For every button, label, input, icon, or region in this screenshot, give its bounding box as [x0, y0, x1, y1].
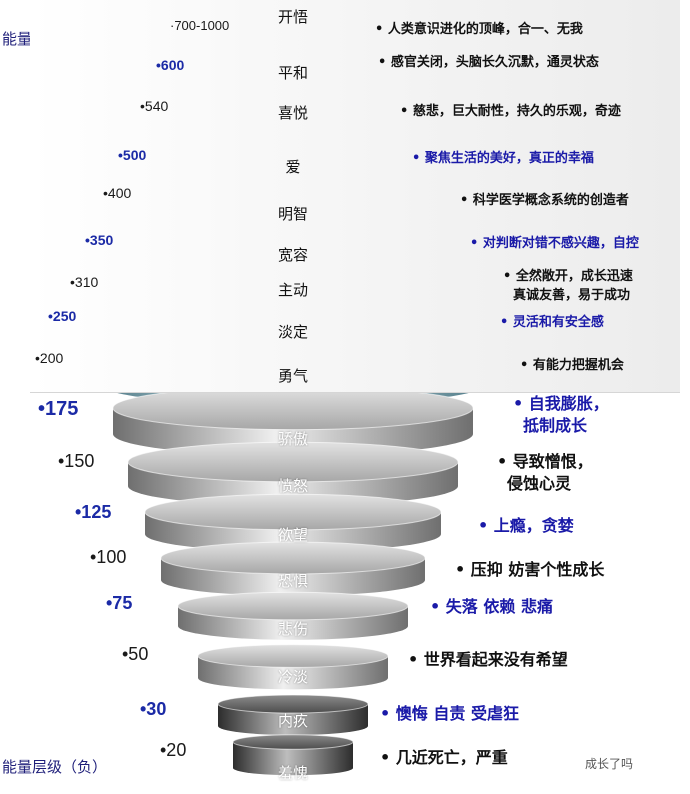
row-divider	[30, 392, 680, 393]
level-value-kongju: •100	[90, 547, 127, 568]
disc-name-xiukui: 羞愧	[277, 764, 308, 782]
row-band	[30, 0, 680, 45]
description-danding-0: • 灵活和有安全感	[500, 315, 604, 331]
description-lengdan-0: • 世界看起来没有希望	[408, 650, 568, 670]
description-jiaoao-1: 抵制成长	[523, 416, 588, 436]
disc-neijiu	[217, 694, 369, 735]
description-kongju-0: • 压抑 妨害个性成长	[455, 560, 605, 580]
description-fennu-0: • 导致憎恨，	[497, 452, 593, 472]
description-jiaoao-0: • 自我膨胀，	[513, 394, 609, 414]
disc-top	[197, 644, 389, 668]
disc-name-beishang: 悲伤	[277, 620, 308, 638]
description-pinghe-0: • 感官关闭，头脑长久沉默，通灵状态	[378, 55, 599, 71]
disc-beishang	[177, 591, 409, 640]
row-band	[30, 90, 680, 130]
disc-name-kuanrong: 宽容	[277, 246, 308, 264]
row-band	[30, 263, 680, 306]
level-value-xiyue: •540	[140, 97, 169, 114]
disc-kongju	[160, 541, 426, 596]
level-value-xiukui: •20	[160, 740, 187, 761]
level-value-lengdan: •50	[122, 644, 149, 665]
row-band	[30, 130, 680, 177]
disc-xiukui	[232, 734, 354, 776]
disc-name-lengdan: 冷淡	[277, 668, 308, 686]
disc-name-ai: 爱	[285, 158, 301, 176]
description-kaiwu-0: • 人类意识进化的顶峰，合一、无我	[375, 22, 583, 38]
level-value-kaiwu: ·700-1000	[170, 18, 230, 34]
level-value-pinghe: •600	[156, 56, 185, 73]
description-kuanrong-0: • 对判断对错不感兴趣，自控	[470, 236, 639, 252]
level-value-ai: •500	[118, 146, 147, 163]
row-band	[30, 345, 680, 392]
row-band	[30, 306, 680, 345]
level-value-yongqi: •200	[35, 349, 64, 366]
description-ai-0: • 聚焦生活的美好，真正的幸福	[412, 151, 594, 167]
level-value-kuanrong: •350	[85, 231, 114, 248]
disc-name-fennu: 愤怒	[277, 477, 308, 495]
disc-yuwang	[144, 493, 442, 552]
description-yongqi-0: • 有能力把握机会	[520, 358, 624, 374]
description-neijiu-0: • 懊悔 自责 受虐狂	[380, 704, 519, 724]
level-value-zhudong: •310	[70, 273, 99, 290]
disc-name-yongqi: 勇气	[277, 367, 308, 385]
level-value-beishang: •75	[106, 593, 133, 614]
level-value-jiaoao: •175	[38, 398, 79, 420]
disc-fennu	[127, 441, 459, 506]
description-yuwang-0: • 上瘾，贪婪	[478, 516, 574, 536]
level-value-mingzhi: •400	[103, 184, 132, 201]
description-zhudong-0: • 全然敞开，成长迅速	[503, 269, 633, 285]
disc-top	[144, 493, 442, 531]
disc-name-xiyue: 喜悦	[277, 104, 308, 122]
description-fennu-1: 侵蚀心灵	[507, 474, 572, 494]
disc-name-danding: 淡定	[277, 323, 308, 341]
level-value-yuwang: •125	[75, 502, 112, 523]
description-xiyue-0: • 慈悲，巨大耐性，持久的乐观，奇迹	[400, 104, 621, 120]
disc-jiaoao	[112, 385, 474, 456]
disc-top	[232, 734, 354, 750]
disc-name-jiaoao: 骄傲	[277, 430, 308, 448]
watermark: 成长了吗	[585, 757, 634, 771]
disc-top	[177, 591, 409, 621]
level-value-neijiu: •30	[140, 699, 167, 720]
disc-name-kaiwu: 开悟	[277, 8, 308, 26]
row-band	[30, 177, 680, 224]
description-mingzhi-0: • 科学医学概念系统的创造者	[460, 193, 629, 209]
row-band	[30, 224, 680, 263]
negative-tier-label: 能量层级（负）	[2, 758, 108, 776]
disc-top	[160, 541, 426, 575]
disc-name-kongju: 恐惧	[277, 572, 308, 590]
disc-lengdan	[197, 644, 389, 690]
description-xiukui-0: • 几近死亡，严重	[380, 748, 508, 768]
description-beishang-0: • 失落 依赖 悲痛	[430, 597, 553, 617]
level-value-danding: •250	[48, 307, 77, 324]
disc-name-zhudong: 主动	[277, 281, 308, 299]
row-band	[30, 45, 680, 90]
description-zhudong-1: 真诚友善，易于成功	[513, 288, 631, 304]
disc-name-neijiu: 内疚	[277, 712, 308, 730]
level-value-fennu: •150	[58, 451, 95, 472]
disc-top	[127, 441, 459, 483]
disc-top	[217, 694, 369, 714]
disc-name-mingzhi: 明智	[277, 205, 308, 223]
disc-name-yuwang: 欲望	[277, 526, 308, 544]
disc-name-pinghe: 平和	[277, 64, 308, 82]
